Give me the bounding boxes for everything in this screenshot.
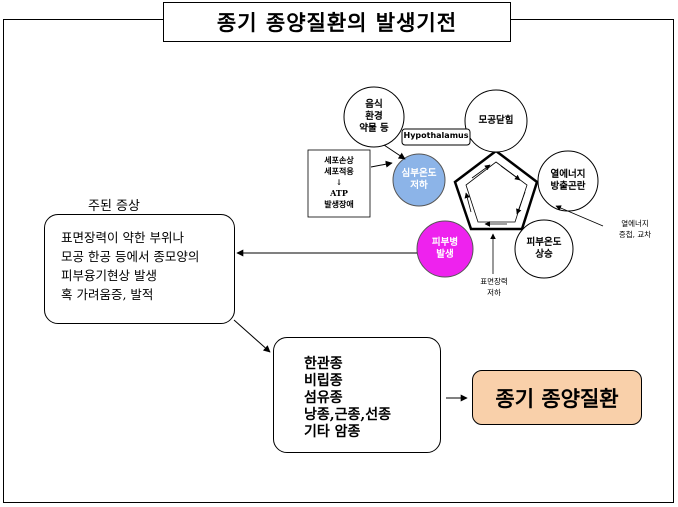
tumor-type-item: 비립종 [304, 373, 343, 389]
cell-damage-line: 세포적응 [324, 166, 354, 176]
symptoms-heading: 주된 증상 [88, 199, 140, 214]
cell-damage-line: 세포손상 [324, 155, 354, 165]
symptoms-box: 표면장력이 약한 부위나 모공 한공 등에서 종모양의 피부융기현상 발생 혹 … [44, 214, 235, 324]
page-title: 종기 종양질환의 발생기전 [163, 2, 511, 42]
surface-tension-line: 저하 [487, 288, 501, 297]
symptom-line: 모공 한공 등에서 종모양의 [61, 249, 200, 264]
symptom-line: 피부융기현상 발생 [61, 268, 157, 283]
hypothalamus-box [401, 128, 471, 146]
core-temp-line: 심부온도 [401, 168, 437, 179]
cycle-arrow [500, 165, 521, 181]
cell-arrow [370, 160, 393, 168]
skin-disease-label: 피부병 발생 [420, 235, 470, 263]
heat-exchange-line: 증첩, 교차 [618, 230, 652, 239]
pore-circle [464, 89, 528, 153]
skin-disease-circle [416, 220, 474, 278]
diet-factor-circle [343, 86, 405, 148]
cycle-inner-pentagon [465, 161, 528, 223]
heat-release-line: 열에너지 [550, 169, 586, 180]
pore-label: 모공닫힘 [478, 115, 514, 126]
skin-disease-line: 발생 [436, 249, 454, 260]
hypothalamus-label: Hypothalamus [403, 131, 469, 140]
result-box: 종기 종양질환 [472, 370, 642, 425]
cell-damage-line: ATP [330, 188, 348, 198]
cell-damage-label: 세포손상 세포적응 ↓ ATP 발생장애 [308, 155, 370, 210]
down-arrow-icon: ↓ [335, 177, 343, 187]
skin-temp-line: 피부온도 [526, 237, 562, 248]
symptom-line: 혹 가려움증, 발적 [61, 287, 154, 302]
heat-exchange-line: 열에너지 [621, 219, 649, 228]
heat-exchange-note: 열에너지 증첩, 교차 [600, 218, 670, 240]
core-temp-circle [392, 153, 446, 207]
diet-factor-label: 음식 환경 약물 등 [348, 92, 400, 142]
heat-release-line: 방출곤란 [550, 181, 586, 192]
tumor-type-item: 한관종 [304, 356, 343, 372]
skin-temp-circle [514, 219, 574, 279]
diet-factor-line: 환경 [365, 111, 383, 122]
heat-release-label: 열에너지 방출곤란 [540, 167, 596, 195]
diet-factor-line: 음식 [365, 99, 383, 110]
core-temp-label: 심부온도 저하 [394, 166, 444, 194]
surface-tension-line: 표면장력 [480, 277, 508, 286]
heat-exchange-pointer [555, 205, 604, 227]
cycle-arrow [464, 192, 472, 213]
cell-damage-line: 발생장애 [324, 199, 354, 209]
diet-arrow [383, 144, 406, 160]
symptoms-to-types-arrow [233, 319, 271, 353]
cycle-pentagon [453, 149, 539, 231]
surface-tension-note: 표면장력 저하 [470, 276, 518, 298]
cycle-arrow [471, 164, 491, 179]
tumor-types-box: 한관종 비립종 섬유종 낭종,근종,선종 기타 암종 [273, 337, 441, 453]
skin-disease-line: 피부병 [431, 237, 459, 248]
skin-temp-label: 피부온도 상승 [517, 235, 571, 263]
tumor-type-item: 낭종,근종,선종 [304, 407, 392, 423]
symptom-line: 표면장력이 약한 부위나 [61, 230, 184, 245]
cycle-arrow [516, 191, 526, 215]
skin-temp-line: 상승 [535, 249, 553, 260]
cell-damage-box [307, 149, 371, 218]
tumor-type-item: 기타 암종 [304, 424, 361, 440]
core-temp-line: 저하 [410, 180, 428, 191]
tumor-type-item: 섬유종 [304, 390, 343, 406]
diet-factor-line: 약물 등 [359, 123, 389, 134]
